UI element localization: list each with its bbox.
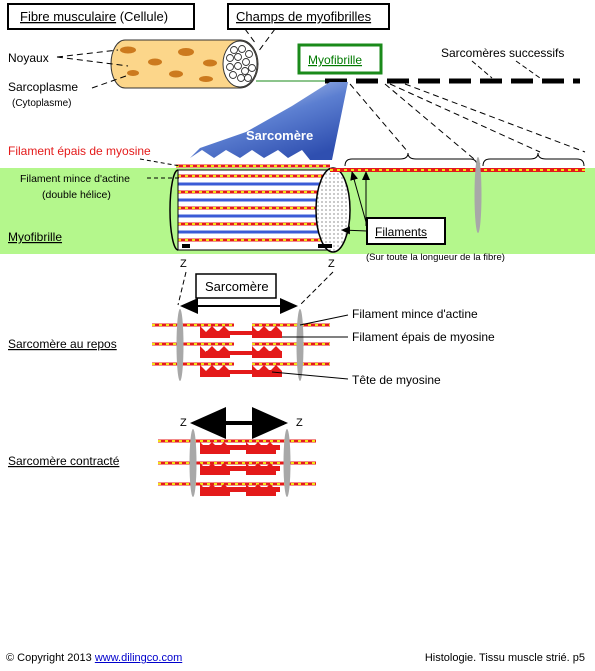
muscle-fiber [110,39,259,89]
z-label-right: Z [328,258,335,270]
myofibril-cylinder [178,170,330,250]
rest-thin-filaments [152,323,330,366]
rest-head-label: Tête de myosine [352,373,441,387]
contracted-z-left [189,429,197,497]
footer-page: Histologie. Tissu muscle strié. p5 [424,652,585,664]
contracted-z-right [283,429,291,497]
expansion-lines [349,83,586,165]
rest-sarcomere-label: Sarcomère au repos [8,337,117,351]
fiber-title: Fibre musculaire (Cellule) [20,9,168,24]
cytoplasm-label: (Cytoplasme) [12,98,71,109]
successive-leaders [471,60,541,79]
sarcoplasm-label: Sarcoplasme [8,80,78,94]
sarcomere-zoom-label: Sarcomère [246,128,313,143]
z-label-left: Z [180,258,187,270]
fields-title: Champs de myofibrilles [236,9,372,24]
rest-leaders [271,314,349,380]
contracted-thick-filaments [200,442,280,496]
filaments-label: Filaments [375,225,427,239]
rest-z-right [296,309,304,381]
double-helix-label: (double hélice) [42,189,111,201]
thin-filament-label: Filament mince d'actine [20,173,130,185]
myofibril-label: Myofibrille [8,230,62,244]
rest-thick-label: Filament épais de myosine [352,330,495,344]
z-label-contracted-right: Z [296,417,303,429]
successive-label: Sarcomères successifs [441,46,564,60]
fields-title-box [227,3,390,30]
footer-copyright: © Copyright 2013 www.dilingco.com [6,652,182,664]
cross-section-end [315,167,351,253]
z-disc-left [169,169,179,251]
myofibril-box-label: Myofibrille [308,53,362,67]
fiber-title-box [7,3,195,30]
sarcomere-zoom-shape [190,82,348,160]
nuclei-label: Noyaux [8,51,49,65]
rest-thin-label: Filament mince d'actine [352,307,478,321]
sarcomere-box [195,273,277,299]
z-label-contracted-left: Z [180,417,187,429]
copyright-text: © Copyright 2013 [6,652,95,664]
filament-stack [178,174,330,242]
filaments-arrows [341,171,370,235]
site-link[interactable]: www.dilingco.com [94,652,183,664]
top-leader-lines [56,28,276,89]
sarcomere-braces [344,152,585,167]
filaments-note: (Sur toute la longueur de la fibre) [366,252,505,263]
contracted-sarcomere-label: Sarcomère contracté [8,454,120,468]
sarcomere-box-label: Sarcomère [205,279,269,294]
myofibril-field-icon [226,45,256,82]
z-line-right [474,157,482,233]
rest-z-left [176,309,184,381]
thick-filament-label: Filament épais de myosine [8,144,151,158]
zoom-down-lines [177,271,334,306]
rest-thick-filaments [200,326,282,377]
myofibril-box [297,43,383,75]
